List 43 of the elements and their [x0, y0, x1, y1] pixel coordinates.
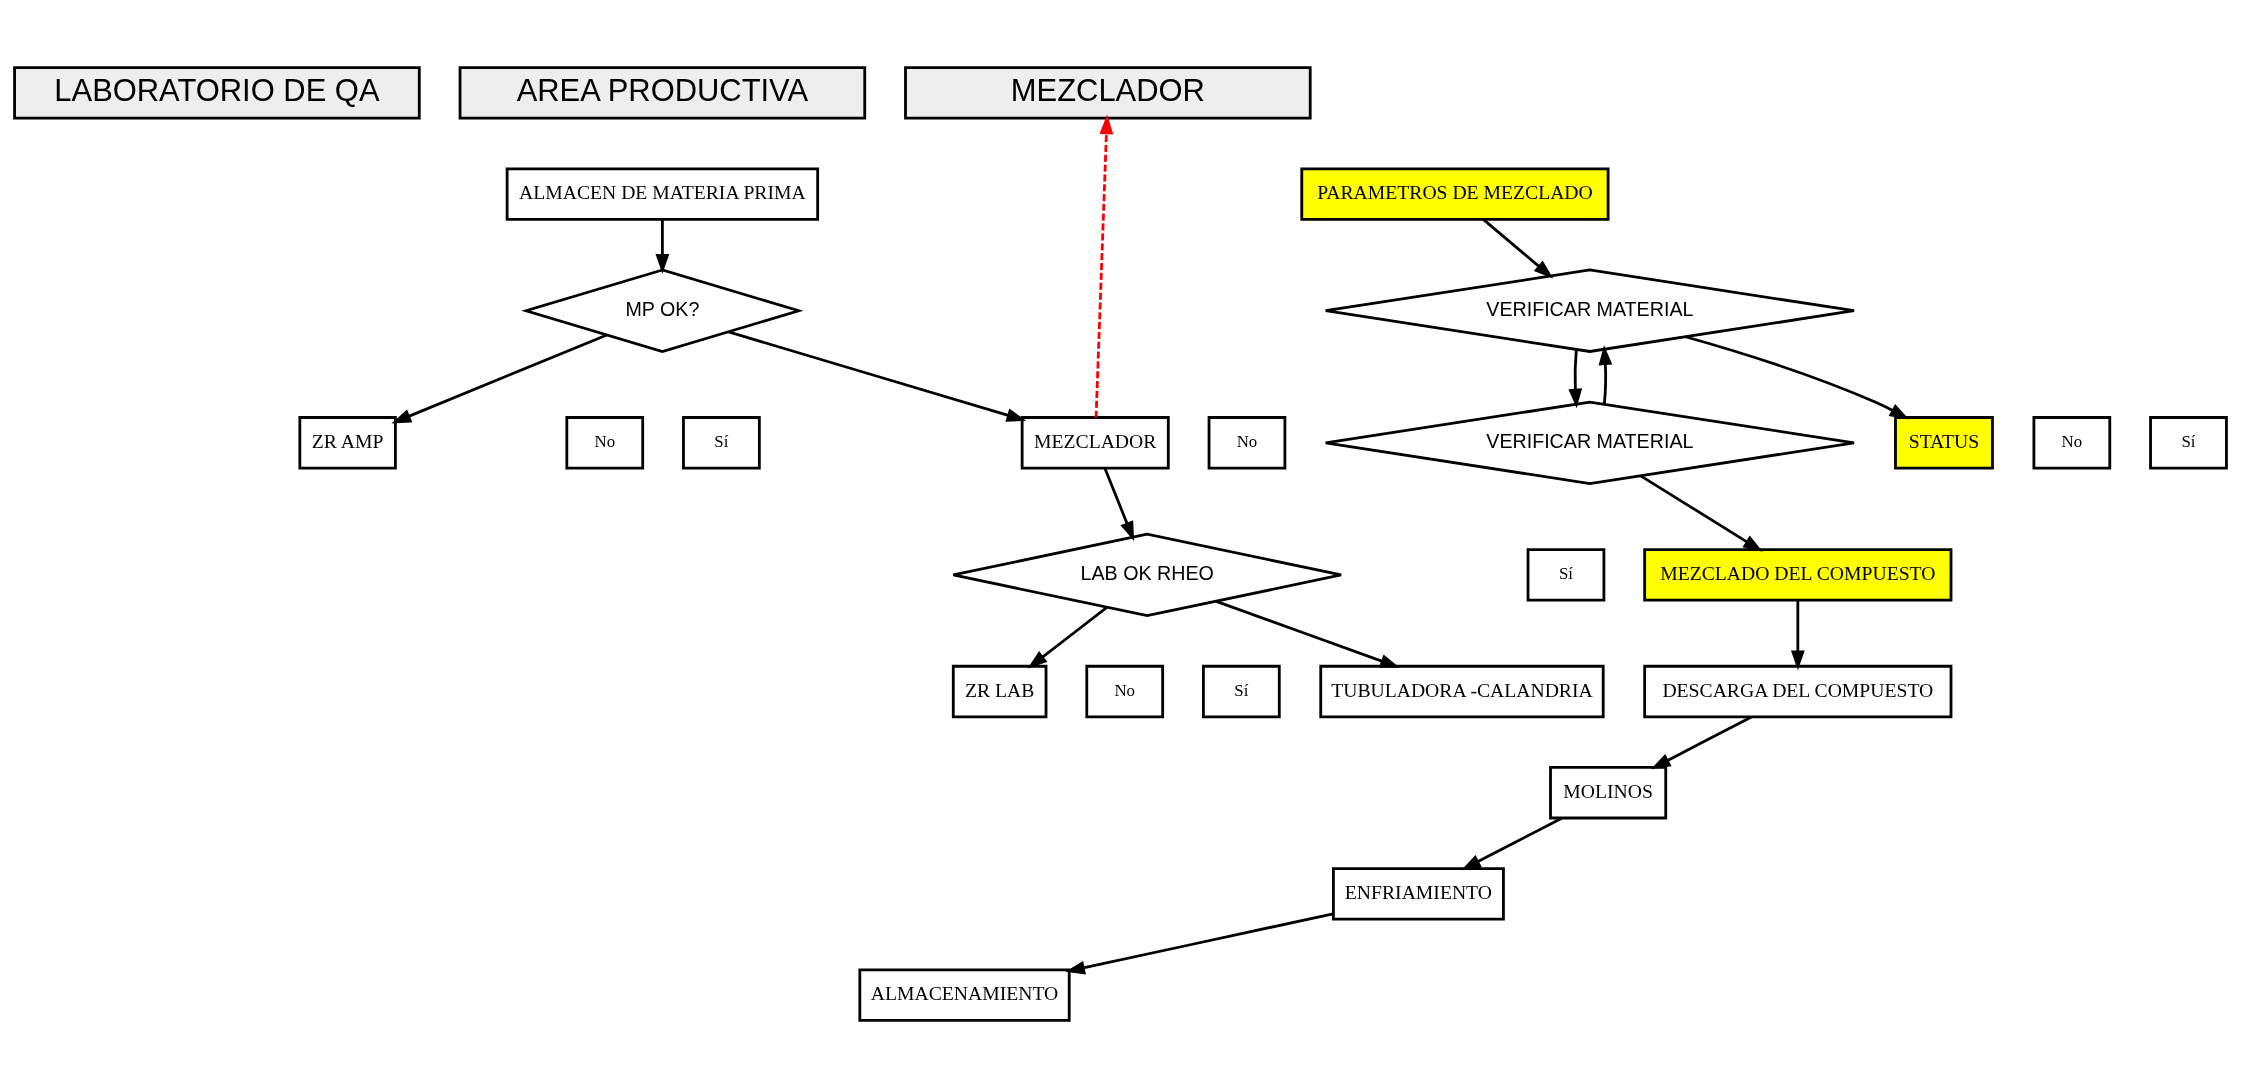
node-box: MOLINOS — [1549, 766, 1668, 820]
node-box: PARAMETROS DE MEZCLADO — [1300, 167, 1610, 221]
node-box: STATUS — [1894, 416, 1994, 470]
arrow — [1461, 816, 1563, 871]
node-box: No — [2032, 416, 2112, 470]
node-box: ZR LAB — [951, 664, 1048, 719]
node-box: AREA PRODUCTIVA — [458, 66, 867, 120]
node-box: ALMACEN DE MATERIA PRIMA — [505, 167, 820, 221]
node-box: MEZCLADO DEL COMPUESTO — [1643, 548, 1953, 602]
node-diamond: VERIFICAR MATERIAL — [1324, 268, 1856, 353]
arrow — [1650, 715, 1753, 770]
arrow — [1027, 606, 1108, 669]
arrow — [728, 330, 1027, 422]
node-box: Sí — [682, 416, 761, 470]
node-box: Sí — [1202, 664, 1281, 719]
node-box: MEZCLADOR — [1020, 416, 1170, 470]
node-box: Sí — [1526, 548, 1606, 602]
arrow — [1598, 345, 1613, 405]
node-box: Sí — [2149, 416, 2228, 470]
node-box: No — [1207, 416, 1287, 470]
node-box: ZR AMP — [298, 416, 397, 470]
arrow — [1568, 349, 1583, 409]
node-diamond: LAB OK RHEO — [951, 532, 1343, 618]
arrow — [391, 333, 608, 424]
arrow — [1685, 335, 1910, 420]
arrow — [1482, 218, 1554, 279]
arrow — [1639, 474, 1763, 552]
arrow — [1103, 468, 1135, 541]
node-diamond: VERIFICAR MATERIAL — [1324, 400, 1856, 485]
arrow — [1215, 600, 1400, 668]
node-box: LABORATORIO DE QA — [13, 66, 421, 120]
node-box: TUBULADORA -CALANDRIA — [1319, 664, 1605, 719]
node-box: No — [1085, 664, 1165, 719]
arrow — [655, 219, 670, 274]
node-diamond: MP OK? — [521, 268, 804, 353]
node-box: No — [565, 416, 645, 470]
node-box: ENFRIAMIENTO — [1332, 867, 1505, 921]
arrow — [1790, 600, 1805, 671]
node-box: MEZCLADOR — [904, 66, 1312, 120]
node-box: ALMACENAMIENTO — [858, 968, 1071, 1022]
arrow — [1094, 114, 1114, 418]
arrow — [1065, 912, 1334, 975]
node-box: DESCARGA DEL COMPUESTO — [1643, 664, 1953, 719]
